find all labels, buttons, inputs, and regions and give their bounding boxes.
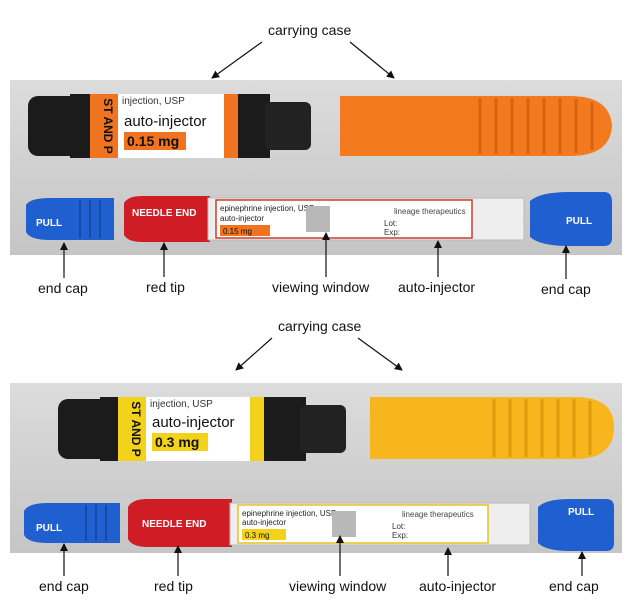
dose-box-2 xyxy=(152,433,208,451)
label-end-cap-right: end cap xyxy=(541,281,591,297)
case-label-autoinjector-2: auto-injector xyxy=(152,414,235,431)
label-line1-2: epinephrine injection, USP xyxy=(242,509,336,518)
end-cap-ribs xyxy=(79,200,101,238)
pull-text-right: PULL xyxy=(566,216,592,227)
sleeve-ribs xyxy=(478,98,594,154)
label-viewing-window: viewing window xyxy=(272,279,370,295)
pull-text-left-2: PULL xyxy=(36,523,62,534)
label-end-cap-left: end cap xyxy=(38,280,88,296)
arrow-case-left-2 xyxy=(235,337,273,371)
label-viewing-window-2: viewing window xyxy=(289,578,387,594)
label-auto-injector: auto-injector xyxy=(398,279,476,295)
label-line1: epinephrine injection, USP xyxy=(220,204,314,213)
needle-end-text-2: NEEDLE END xyxy=(142,519,206,530)
exp-text-2: Exp: xyxy=(392,531,408,540)
viewing-window xyxy=(306,206,330,232)
arrow-case-right-2 xyxy=(357,337,403,371)
device-illustration-top: ST AND P injection, USP auto-injector 0.… xyxy=(26,94,612,246)
lot-text: Lot: xyxy=(384,219,397,228)
sleeve-ribs-2 xyxy=(492,399,592,457)
stripe-band xyxy=(90,94,118,158)
dose-text: 0.15 mg xyxy=(127,133,179,149)
company-text-2: lineage therapeutics xyxy=(402,510,474,519)
label-red-tip-2: red tip xyxy=(154,578,193,594)
dose-text-2: 0.3 mg xyxy=(155,434,199,450)
case-label-injection-2: injection, USP xyxy=(150,399,213,410)
label-dose-text: 0.15 mg xyxy=(223,227,252,236)
viewing-window-2 xyxy=(332,511,356,537)
photo-bottom: ST AND P injection, USP auto-injector 0.… xyxy=(10,383,622,553)
stripe-text-2: ST AND P xyxy=(129,401,143,457)
label-carrying-case-2: carrying case xyxy=(278,318,362,334)
carrying-case-sleeve-2 xyxy=(370,397,614,459)
label-dose-box-2 xyxy=(242,529,286,540)
stripe-band-right xyxy=(224,94,238,158)
case-label-autoinjector: auto-injector xyxy=(124,113,207,130)
company-text: lineage therapeutics xyxy=(394,207,466,216)
photo-top: ST AND P injection, USP auto-injector 0.… xyxy=(10,80,622,255)
label-line2: auto-injector xyxy=(220,214,264,223)
pull-text-right-2: PULL xyxy=(568,507,594,518)
needle-end-text: NEEDLE END xyxy=(132,208,196,219)
label-line2-2: auto-injector xyxy=(242,518,286,527)
label-end-cap-left-2: end cap xyxy=(39,578,89,594)
dose-box xyxy=(124,132,186,150)
label-carrying-case: carrying case xyxy=(268,22,352,38)
case-label-injection: injection, USP xyxy=(122,96,185,107)
stripe-band-2 xyxy=(118,397,146,461)
pull-text-left: PULL xyxy=(36,218,62,229)
label-red-tip: red tip xyxy=(146,279,185,295)
label-dose-text-2: 0.3 mg xyxy=(245,531,269,540)
exp-text: Exp: xyxy=(384,228,400,237)
end-cap-right-2 xyxy=(538,499,614,551)
arrow-case-left xyxy=(211,41,263,79)
red-tip-2 xyxy=(128,499,232,547)
stripe-text: ST AND P xyxy=(101,98,115,154)
red-tip xyxy=(124,196,210,242)
case-clip-2 xyxy=(300,405,346,453)
end-cap-right xyxy=(530,192,612,246)
stripe-band-right-2 xyxy=(250,397,264,461)
label-dose-box xyxy=(220,225,270,236)
device-illustration-bottom: ST AND P injection, USP auto-injector 0.… xyxy=(24,397,614,551)
arrow-case-right xyxy=(349,41,395,79)
case-clip xyxy=(265,102,311,150)
lot-text-2: Lot: xyxy=(392,522,405,531)
end-cap-left xyxy=(26,198,114,240)
end-cap-ribs-2 xyxy=(85,505,107,541)
label-end-cap-right-2: end cap xyxy=(549,578,599,594)
label-auto-injector-2: auto-injector xyxy=(419,578,497,594)
